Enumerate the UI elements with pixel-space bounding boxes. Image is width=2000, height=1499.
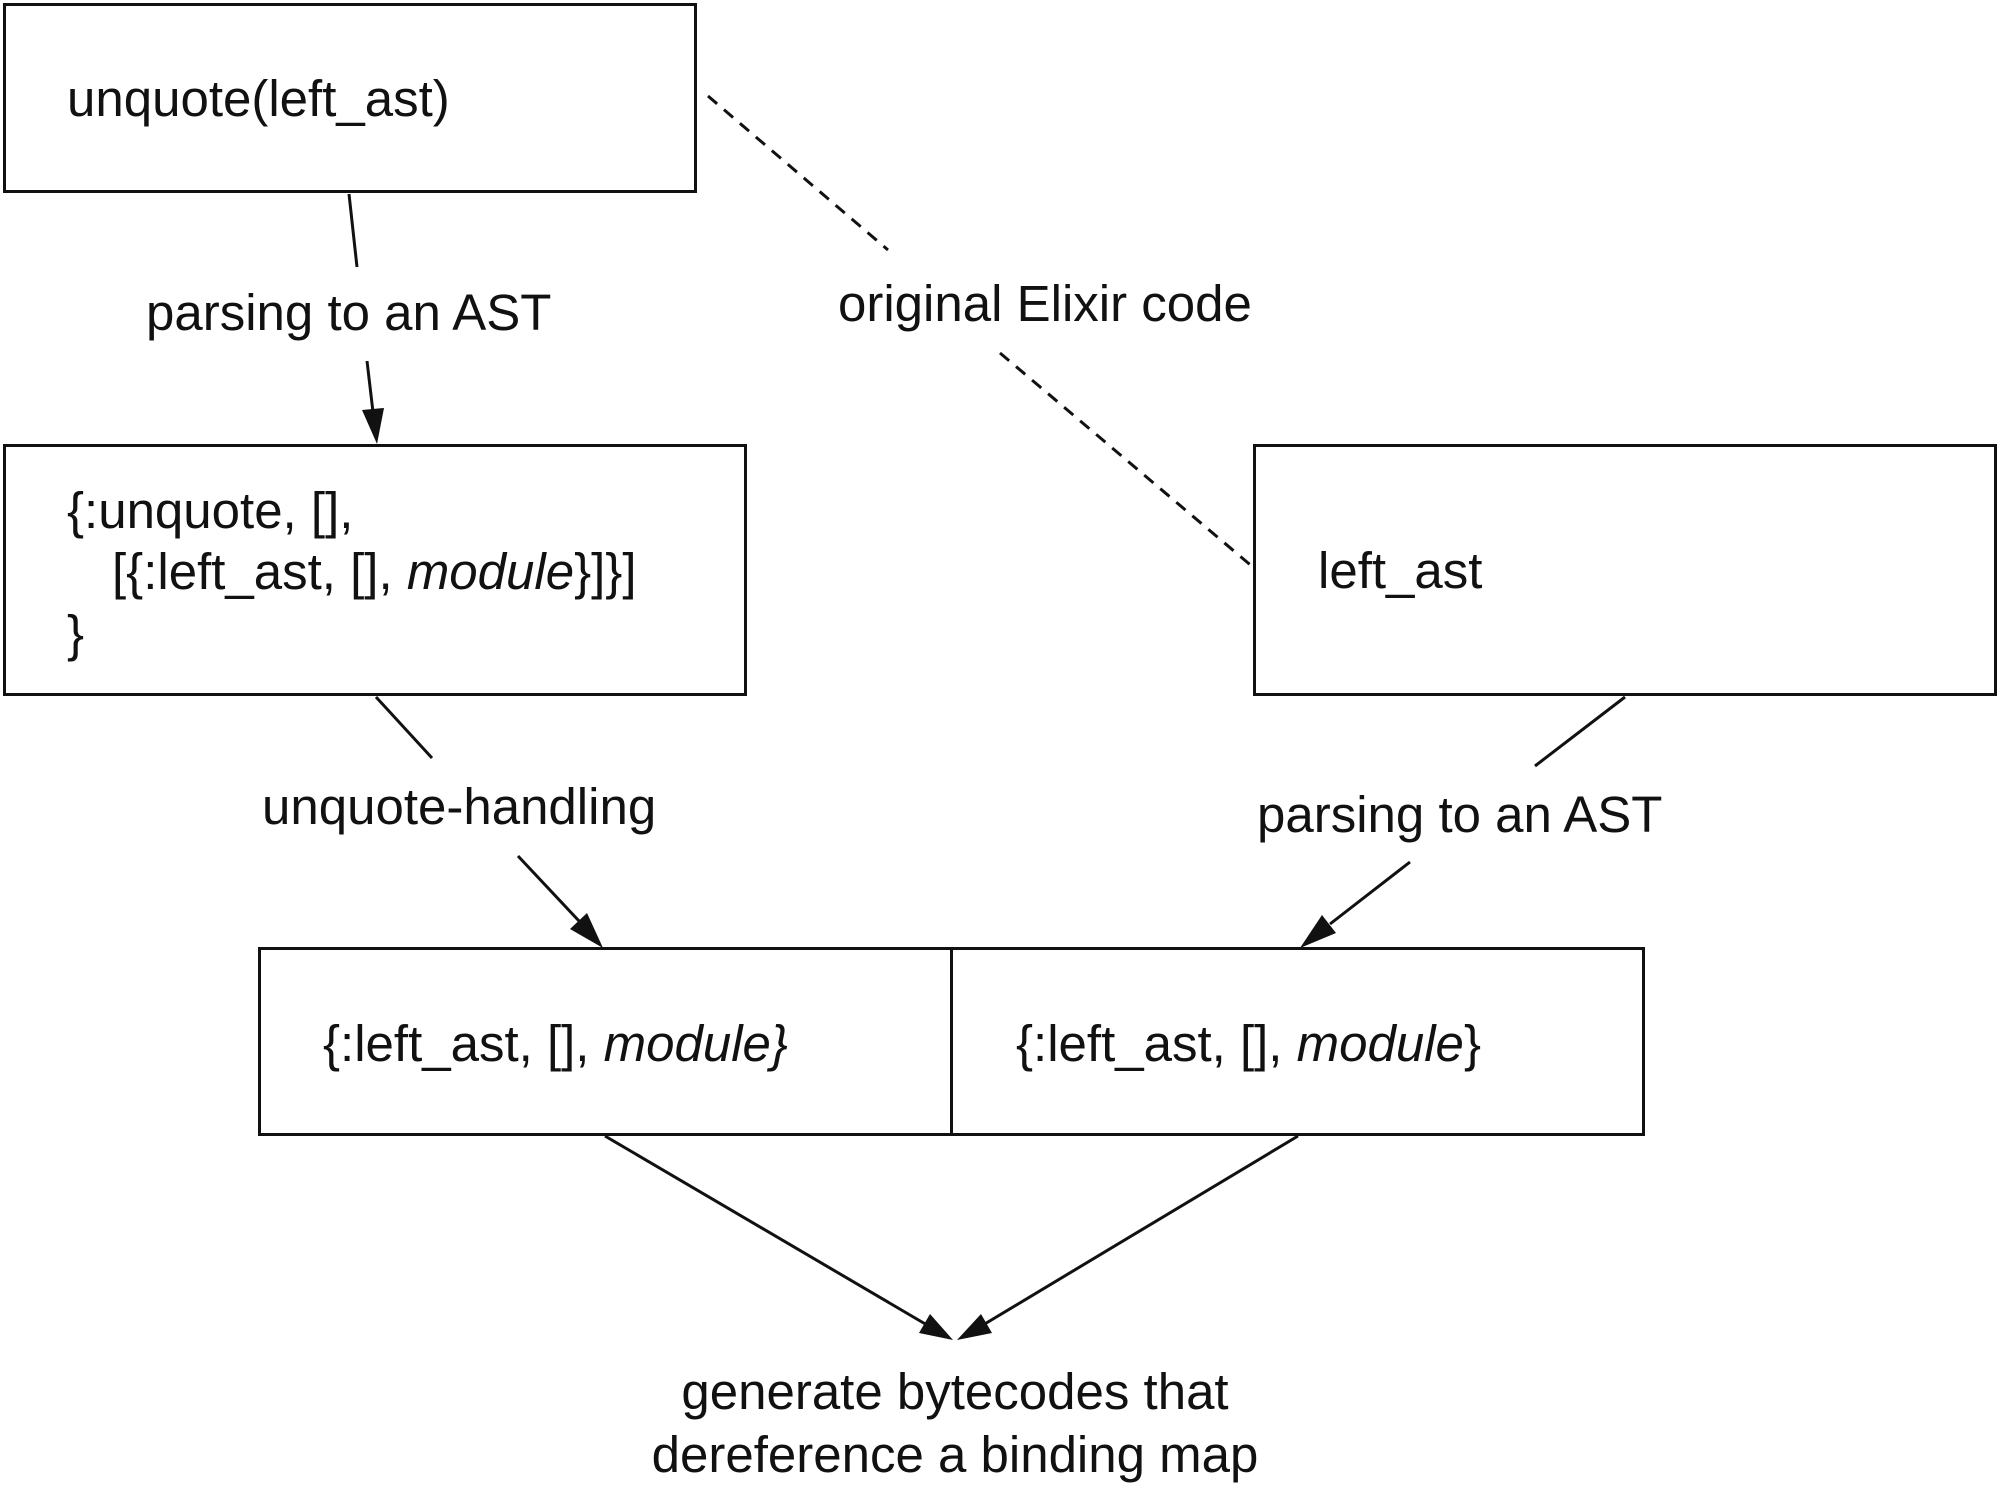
ast-line-2-suffix: }]}] — [574, 543, 637, 600]
source-code-label: unquote(left_ast) — [67, 70, 450, 127]
result-right-label: {:left_ast, [], module} — [1016, 1013, 1481, 1075]
result-right-box — [950, 947, 1645, 1136]
edge-parse-left-top — [347, 193, 359, 268]
arrowhead-parse-left — [362, 408, 384, 444]
ast-line-2-prefix: [{:left_ast, [], — [112, 543, 407, 600]
ast-line-2-module: module — [406, 543, 575, 600]
edge-label-parse-left: parsing to an AST — [146, 284, 552, 341]
ast-line-3: } — [67, 605, 85, 662]
result-left-label: {:left_ast, [], module} — [323, 1013, 788, 1075]
edge-parse-right-bottom — [1329, 860, 1411, 926]
arrowhead-result-right — [957, 1314, 992, 1340]
edge-label-parse-right: parsing to an AST — [1257, 786, 1663, 843]
ast-line-2: [{:left_ast, [], module}]}] — [112, 541, 637, 603]
result-right-suffix: } — [1463, 1015, 1481, 1072]
edge-original-code-bottom — [999, 351, 1255, 570]
edge-label-unquote-handling: unquote-handling — [262, 778, 657, 835]
output-line-1: generate bytecodes that — [681, 1363, 1229, 1420]
arrowhead-result-left — [919, 1314, 953, 1340]
left-ast-label: left_ast — [1318, 542, 1483, 599]
ast-box — [3, 444, 747, 696]
arrowhead-unquote-handling — [570, 913, 603, 948]
source-code-box — [3, 3, 697, 193]
edge-result-right-to-output — [982, 1134, 1299, 1327]
edge-unquote-handling-top — [374, 695, 434, 760]
result-left-prefix: {:left_ast, [], — [323, 1015, 604, 1072]
ast-line-1: {:unquote, [], — [67, 482, 354, 539]
left-ast-box — [1253, 444, 1997, 696]
result-right-prefix: {:left_ast, [], — [1016, 1015, 1297, 1072]
result-right-module: module — [1296, 1015, 1464, 1072]
edge-unquote-handling-bottom — [516, 854, 581, 923]
arrowhead-parse-right — [1300, 915, 1336, 948]
edge-result-left-to-output — [604, 1134, 928, 1327]
edge-parse-right-top — [1534, 695, 1626, 768]
result-left-module: module} — [603, 1015, 788, 1072]
edge-original-code-top — [707, 94, 889, 252]
edge-parse-left-bottom — [365, 360, 375, 413]
edge-label-original-code: original Elixir code — [838, 275, 1252, 332]
output-line-2: dereference a binding map — [651, 1426, 1259, 1483]
